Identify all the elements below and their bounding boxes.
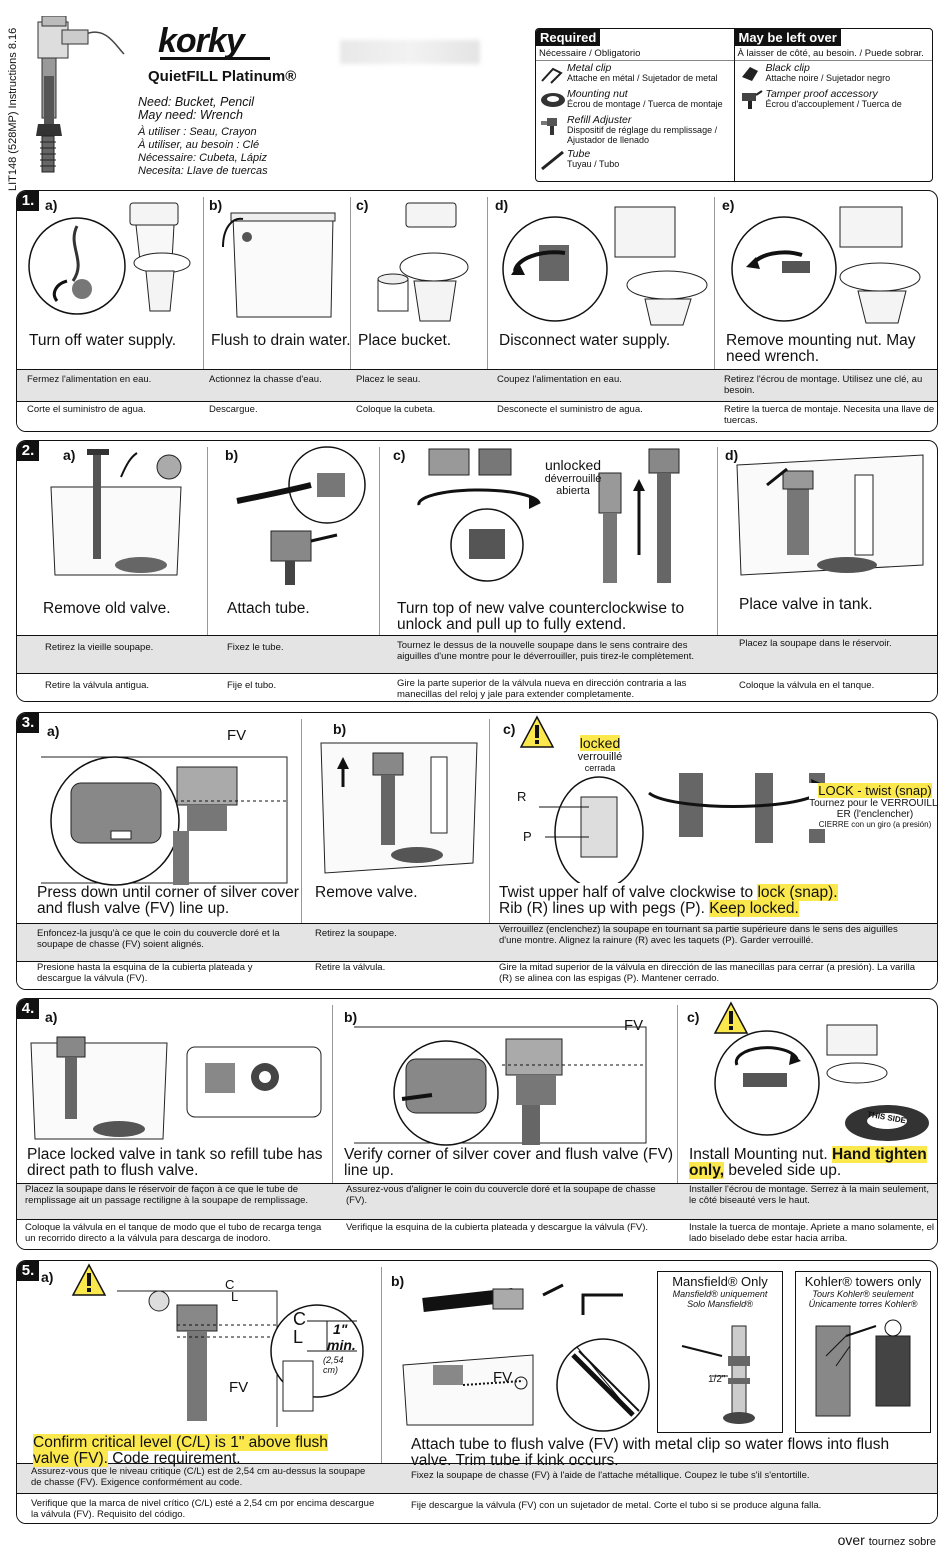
critical-level-illustration [107, 1281, 377, 1431]
fill-valve-illustration [36, 16, 126, 186]
lock-callout: LOCK - twist (snap) Tournez pour le VERR… [809, 783, 937, 829]
warning-icon [713, 1001, 749, 1034]
cl-l-label-zoom: L [293, 1327, 304, 1347]
section-3: 3. a) FV Press down until corner of silv… [16, 712, 938, 990]
fv-label-5a: FV [229, 1379, 249, 1396]
cl-l-label: L [231, 1289, 239, 1304]
fv-label-4b: FV [624, 1017, 644, 1034]
section-1: 1. a) Turn off water supply. Fermez l'al… [16, 190, 938, 432]
min-word: min. [327, 1337, 356, 1353]
fv-label-5b: FV [493, 1369, 513, 1386]
mounting-nut-icon [541, 93, 565, 107]
peg-label: P [523, 829, 532, 844]
document-id-label: LIT148 (528MP) Instructions 8.16 [7, 27, 19, 191]
rib-label: R [517, 789, 527, 804]
tube-icon [541, 150, 564, 171]
remove-old-valve-illustration [31, 449, 201, 587]
verify-corner-illustration [346, 1023, 672, 1147]
disconnect-supply-illustration [495, 205, 710, 327]
turn-over-note: over tournez sobre [837, 1532, 936, 1548]
shutoff-valve-illustration [27, 211, 127, 321]
kohler-box: Kohler® towers only Tours Kohler® seulem… [795, 1271, 931, 1433]
tank-flush-illustration [213, 207, 343, 327]
required-parts: Required Nécessaire / Obligatorio Metal … [536, 29, 734, 181]
step-5a-text: Confirm critical level (C/L) is 1" above… [33, 1434, 328, 1467]
cm-value: (2,54 cm) [323, 1355, 344, 1375]
mansfield-clip-illustration [672, 1316, 755, 1424]
step-3c-text: Twist upper half of valve clockwise to l… [499, 884, 838, 917]
locked-label: locked verrouillé cerrada [577, 735, 623, 773]
half-inch-label: 1/2" [708, 1374, 726, 1385]
brand-block: korky QuietFILL Platinum® [148, 22, 348, 85]
section-2: 2. a) Remove old valve. Retirez la vieil… [16, 440, 938, 702]
tools-needed: Need: Bucket, Pencil May need: Wrench À … [138, 95, 268, 178]
warning-icon [519, 715, 555, 748]
unlock-valve-illustration [399, 445, 709, 583]
leftover-parts: May be left over À laisser de côté, au b… [733, 29, 933, 181]
attach-tube-flush-illustration [393, 1275, 653, 1435]
press-down-valve-illustration [37, 737, 299, 887]
warning-icon [71, 1263, 107, 1296]
kohler-tower-illustration [806, 1316, 922, 1426]
section-4: 4. a) Place locked valve in tank so refi… [16, 998, 938, 1250]
tamper-accessory-icon [741, 90, 763, 109]
attach-tube-illustration [227, 445, 377, 585]
cl-c-label-zoom: C [293, 1309, 306, 1329]
section-5: 5. a) C L C L 1" min. (2,54 cm) FV Confi… [16, 1260, 938, 1524]
black-clip-icon [741, 67, 758, 81]
unlocked-label: unlocked déverrouillé abierta [544, 457, 602, 497]
place-locked-valve-illustration [27, 1023, 327, 1143]
install-nut-illustration [697, 1023, 929, 1141]
blurred-area [340, 40, 480, 64]
toilet-illustration [122, 201, 197, 316]
cl-c-label: C [225, 1277, 235, 1292]
bucket-toilet-illustration [360, 201, 480, 326]
place-valve-illustration [727, 445, 932, 585]
parts-box: Required Nécessaire / Obligatorio Metal … [535, 28, 933, 182]
fv-label: FV [227, 727, 247, 744]
product-name: QuietFILL Platinum® [148, 68, 297, 85]
remove-nut-illustration [722, 205, 932, 327]
mansfield-box: Mansfield® Only Mansfield® uniquement So… [657, 1271, 783, 1433]
korky-logo: korky [158, 22, 245, 60]
refill-adjuster-icon [541, 118, 557, 135]
metal-clip-icon [541, 67, 563, 84]
min-value: 1" [333, 1321, 348, 1337]
remove-valve-illustration [313, 733, 485, 881]
step-4c-text: Install Mounting nut. Hand tighten only,… [689, 1146, 927, 1179]
